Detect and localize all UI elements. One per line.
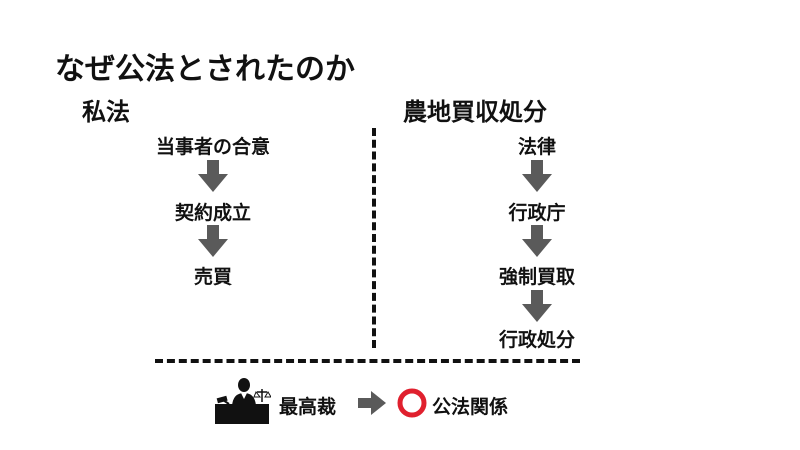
left-step-3: 売買 xyxy=(193,266,233,288)
horizontal-dashed-divider xyxy=(155,359,580,363)
public-law-relation-label: 公法関係 xyxy=(432,396,509,418)
arrow-down-icon xyxy=(522,290,552,322)
right-step-3: 強制買取 xyxy=(498,266,576,288)
left-step-2: 契約成立 xyxy=(174,202,252,224)
supreme-court-label: 最高裁 xyxy=(279,396,337,418)
judge-at-bench-icon xyxy=(215,378,271,424)
vertical-dashed-divider xyxy=(372,128,376,348)
private-law-heading: 私法 xyxy=(82,98,130,126)
right-step-1: 法律 xyxy=(517,136,557,158)
right-step-4: 行政処分 xyxy=(498,329,576,351)
arrow-down-icon xyxy=(522,225,552,257)
arrow-down-icon xyxy=(198,160,228,192)
right-step-2: 行政庁 xyxy=(508,202,566,224)
farmland-acquisition-heading: 農地買収処分 xyxy=(403,98,547,126)
arrow-down-icon xyxy=(522,160,552,192)
arrow-down-icon xyxy=(198,225,228,257)
left-step-1: 当事者の合意 xyxy=(155,136,271,158)
circle-mark-icon xyxy=(397,388,427,418)
page-title: なぜ公法とされたのか xyxy=(55,52,355,87)
arrow-right-icon xyxy=(358,391,386,415)
